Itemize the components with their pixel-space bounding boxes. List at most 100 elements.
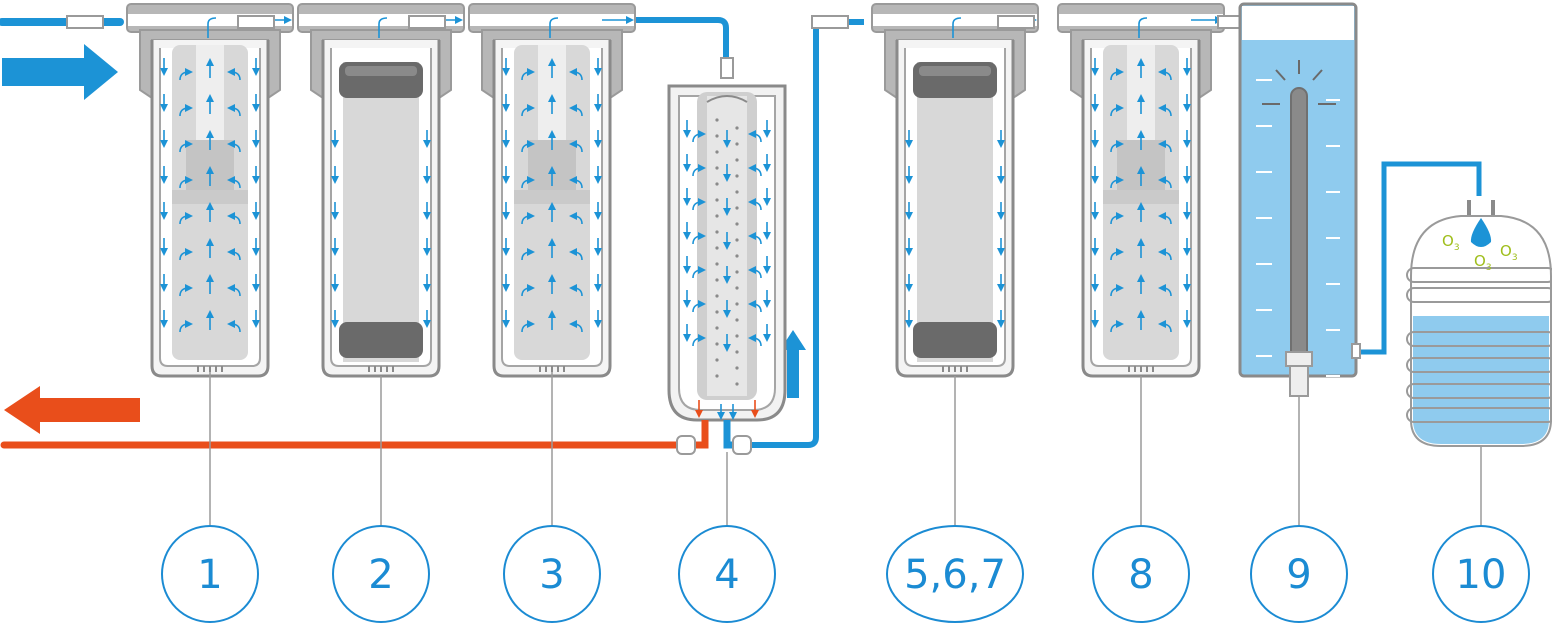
membrane-dot (715, 214, 719, 218)
flow-arrow (549, 17, 559, 38)
stage-callout-10: 10 (1432, 446, 1530, 623)
flow-arrow (179, 68, 193, 81)
flow-arrow (227, 212, 241, 225)
uv-lamp-socket (1289, 365, 1309, 397)
bottle-rib (1406, 407, 1552, 423)
flow-arrow (748, 300, 762, 313)
flow-arrow (1110, 248, 1124, 261)
membrane-dot (715, 150, 719, 154)
membrane-dot (735, 206, 739, 210)
flow-arrow (1158, 176, 1172, 189)
membrane-dot (735, 382, 739, 386)
membrane-dot (715, 262, 719, 266)
flow-arrow (692, 232, 706, 245)
membrane-dot (735, 350, 739, 354)
cartridge-band (514, 190, 590, 204)
ozone-subscript: 3 (1512, 253, 1518, 263)
pipe-fitting (811, 15, 849, 29)
flow-arrow (1110, 104, 1124, 117)
cap-highlight (345, 66, 417, 76)
flow-arrow (1110, 68, 1124, 81)
uv-ray (1312, 69, 1323, 81)
pipe-fitting (997, 15, 1035, 29)
cartridge-bottom-cap (913, 322, 997, 358)
membrane-dot (735, 238, 739, 242)
uv-ray (1275, 69, 1286, 81)
flow-arrow (748, 198, 762, 211)
cartridge-core (538, 45, 566, 140)
stage-number: 1 (197, 552, 222, 598)
membrane-dot (735, 286, 739, 290)
flow-arrow (1158, 212, 1172, 225)
filter-housing-5-6-7 (811, 3, 1039, 378)
flow-arrow (1110, 320, 1124, 333)
uv-lamp (1290, 87, 1308, 363)
pipe-3-to-4 (630, 17, 729, 58)
membrane-cap (706, 95, 748, 103)
flow-arrow (692, 130, 706, 143)
flow-arrow (227, 68, 241, 81)
flow-arrow (569, 212, 583, 225)
flow-arrow (521, 104, 535, 117)
callout-circle (886, 525, 1024, 623)
filter-housing-2 (237, 3, 465, 378)
stage-number: 9 (1286, 552, 1311, 598)
flow-arrow (748, 130, 762, 143)
membrane-dot (735, 270, 739, 274)
membrane-dot (735, 142, 739, 146)
callout-circle (1092, 525, 1190, 623)
flow-arrow (179, 320, 193, 333)
flow-arrow (378, 17, 388, 38)
ozone-subscript: 3 (1486, 263, 1492, 273)
flow-arrow (207, 17, 217, 38)
flow-arrow (179, 248, 193, 261)
flow-arrow (1158, 104, 1172, 117)
callout-circle (332, 525, 430, 623)
flow-arrow (227, 248, 241, 261)
flow-arrow (692, 198, 706, 211)
membrane-dot (715, 198, 719, 202)
cartridge-core (1127, 45, 1155, 140)
bottle-rib (1406, 331, 1552, 347)
cap-highlight (919, 66, 991, 76)
bottle-rib (1406, 357, 1552, 373)
flow-arrow (1158, 248, 1172, 261)
bottle-rib (1406, 267, 1552, 283)
callout-circle (503, 525, 601, 623)
flow-arrow (521, 320, 535, 333)
flow-arrow (227, 176, 241, 189)
cartridge (343, 62, 419, 362)
callout-circle (1432, 525, 1530, 623)
callout-circle (678, 525, 776, 623)
flow-arrow (227, 140, 241, 153)
flow-arrow (227, 284, 241, 297)
cartridge-band (172, 190, 248, 204)
stage-callout-1: 1 (161, 372, 259, 623)
membrane-housing-4 (667, 57, 787, 455)
flow-arrow (179, 176, 193, 189)
flow-arrow (179, 140, 193, 153)
membrane-dot (715, 166, 719, 170)
flow-arrow (692, 266, 706, 279)
membrane-dot (715, 278, 719, 282)
drain-arrow-icon (4, 386, 140, 434)
flow-arrow (748, 164, 762, 177)
membrane-dot (735, 222, 739, 226)
flow-arrow (521, 212, 535, 225)
tank-fitting (1217, 15, 1241, 29)
pipe-tank-to-bottle (1358, 161, 1482, 355)
stage-number: 8 (1128, 552, 1153, 598)
flow-arrow (521, 140, 535, 153)
flow-arrow (1158, 320, 1172, 333)
membrane-dot (735, 190, 739, 194)
flow-arrow (1110, 140, 1124, 153)
membrane-dot (715, 294, 719, 298)
flow-arrow (569, 140, 583, 153)
bottle-neck (1467, 200, 1495, 216)
flow-arrow (748, 266, 762, 279)
flow-arrow (748, 334, 762, 347)
cartridge-bottom-cap (339, 322, 423, 358)
flow-arrow (569, 248, 583, 261)
